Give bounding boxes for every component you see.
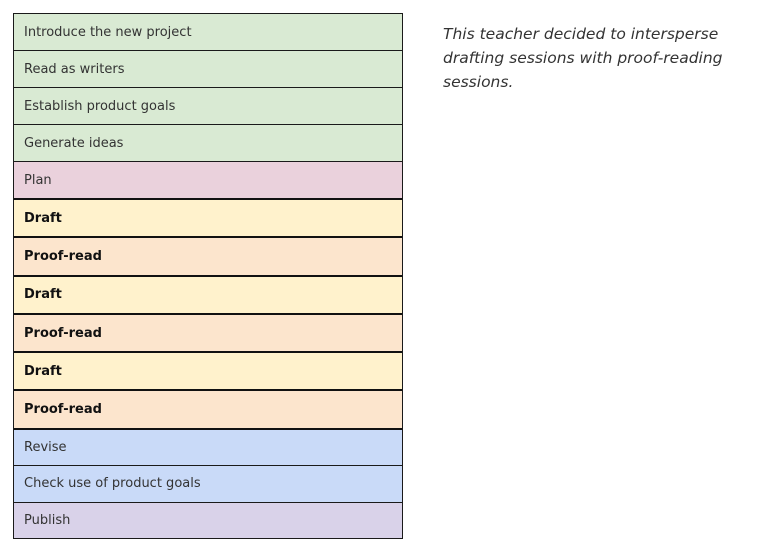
stage-row: Draft [14, 351, 402, 390]
stage-row: Introduce the new project [14, 13, 402, 50]
stage-row: Proof-read [14, 312, 402, 352]
stage-row: Check use of product goals [14, 464, 402, 502]
stage-row: Proof-read [14, 389, 402, 428]
annotation-note: This teacher decided to intersperse draf… [443, 25, 723, 91]
stage-row: Establish product goals [14, 87, 402, 124]
stage-row: Generate ideas [14, 124, 402, 161]
stage-row: Revise [14, 427, 402, 465]
stage-row: Publish [14, 501, 402, 539]
stage-row: Draft [14, 274, 402, 313]
stage-row: Proof-read [14, 236, 402, 275]
stage-row: Draft [14, 198, 402, 237]
stage-row: Read as writers [14, 50, 402, 87]
stage-row: Plan [14, 161, 402, 198]
